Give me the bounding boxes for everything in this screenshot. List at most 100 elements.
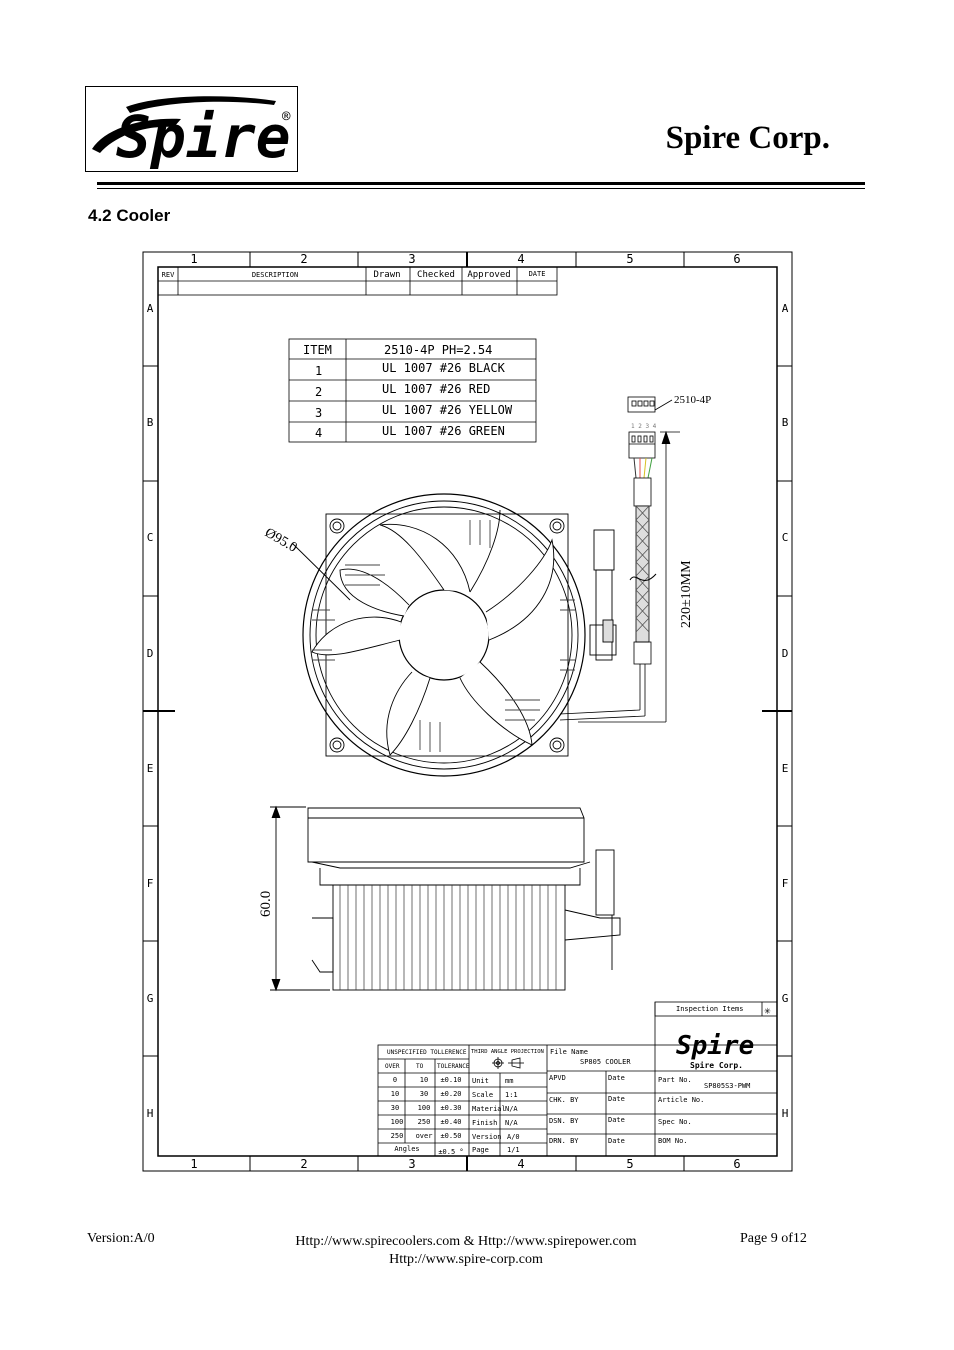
col-label: 6 [733,1157,740,1171]
company-name: Spire Corp. [665,120,830,156]
tol-cell: ±0.40 [440,1118,461,1126]
footer-links: Http://www.spirecoolers.com & Http://www… [200,1233,732,1269]
tolerance-header: TO [416,1063,424,1070]
approval-label: DRN. BY [549,1137,579,1145]
connector-2510-4p [627,396,680,459]
col-label: 4 [517,1157,524,1171]
col-label: 2 [300,252,307,266]
row-label: F [782,877,789,890]
tol-cell: 10 [391,1090,399,1098]
footer-link-line[interactable]: Http://www.spirecoolers.com & Http://www… [295,1234,637,1249]
checked-header: Checked [417,270,455,280]
tol-cell: 30 [391,1104,399,1112]
row-label: F [147,877,154,890]
row-label: D [147,647,154,660]
section-title: 4.2 Cooler [88,206,171,225]
spire-logo: Spire ® [85,86,298,172]
bom-label: BOM No. [658,1137,688,1145]
footer-link-line[interactable]: Http://www.spire-corp.com [389,1252,543,1267]
spec-label: Spec No. [658,1118,692,1126]
prop-label: Version [472,1133,502,1141]
approval-date: Date [608,1116,625,1124]
tol-cell: 30 [420,1090,428,1098]
projection-symbol [492,1057,524,1069]
col-label: 5 [626,1157,633,1171]
angles-value: ±0.5 ° [438,1148,463,1156]
tol-cell: 250 [418,1118,431,1126]
title-logo: Spire [676,1031,754,1061]
approval-label: CHK. BY [549,1096,579,1104]
file-name: SP805 COOLER [580,1058,631,1066]
col-label: 6 [733,252,740,266]
tolerance-title: UNSPECIFIED TOLLERENCE [387,1049,467,1056]
row-label: C [147,531,154,544]
col-label: 1 [190,1157,197,1171]
pin-header-item: ITEM [303,343,332,357]
pin-spec: UL 1007 #26 YELLOW [382,403,513,417]
registered-mark: ® [282,109,291,125]
article-label: Article No. [658,1096,704,1104]
inspection-mark: ✳ [764,1004,771,1017]
col-label: 3 [408,252,415,266]
pin-item: 1 [315,364,322,378]
row-label: B [147,416,154,429]
date-header: DATE [529,270,546,278]
header-rule-thin [97,188,865,189]
prop-value: N/A [505,1105,518,1113]
tol-cell: ±0.50 [440,1132,461,1140]
approval-date: Date [608,1137,625,1145]
row-label: A [147,302,154,315]
version: Version:A/0 [87,1231,155,1246]
pin-header-spec: 2510-4P PH=2.54 [384,343,492,357]
col-label: 3 [408,1157,415,1171]
cooler-top-view [291,493,617,777]
prop-label: Page [472,1146,489,1154]
col-label: 5 [626,252,633,266]
inspection-label: Inspection Items [676,1005,743,1013]
col-label: 1 [190,252,197,266]
approval-label: DSN. BY [549,1117,579,1125]
row-label: D [782,647,789,660]
prop-value: A/0 [507,1133,520,1141]
cable-length: 220±10MM [679,560,694,628]
connector-label: 2510-4P [674,394,711,406]
col-label: 2 [300,1157,307,1171]
prop-value: N/A [505,1119,518,1127]
pin-spec: UL 1007 #26 GREEN [382,424,505,438]
prop-value: 1/1 [507,1146,520,1154]
row-label: H [782,1107,789,1120]
drawn-header: Drawn [373,270,400,280]
row-label: G [782,992,789,1005]
angles-label: Angles [394,1145,419,1153]
tol-cell: 10 [420,1076,428,1084]
col-label: 4 [517,252,524,266]
pin-item: 2 [315,385,322,399]
row-label: B [782,416,789,429]
row-label: E [147,762,154,775]
prop-label: Scale [472,1091,493,1099]
cooler-side-view [270,805,621,992]
pin-item: 3 [315,406,322,420]
header-rule [97,182,865,185]
tol-cell: ±0.10 [440,1076,461,1084]
pin-spec: UL 1007 #26 BLACK [382,361,506,375]
tolerance-header: TOLERANCE [437,1063,470,1070]
prop-value: mm [505,1077,513,1085]
row-label: G [147,992,154,1005]
projection-label: THIRD ANGLE PROJECTION [471,1049,544,1055]
sleeved-cable [559,430,671,723]
part-no: SP805S3-PWM [704,1082,750,1090]
prop-label: Unit [472,1077,489,1085]
pin-item: 4 [315,426,322,440]
tol-cell: 0 [393,1076,397,1084]
approved-header: Approved [467,270,510,280]
row-label: E [782,762,789,775]
prop-label: Finish [472,1119,497,1127]
approval-date: Date [608,1074,625,1082]
logo-text: Spire [116,103,291,171]
approval-date: Date [608,1095,625,1103]
pin-table [288,338,537,443]
diameter-label: Ø95.0 [262,525,299,555]
tol-cell: ±0.30 [440,1104,461,1112]
